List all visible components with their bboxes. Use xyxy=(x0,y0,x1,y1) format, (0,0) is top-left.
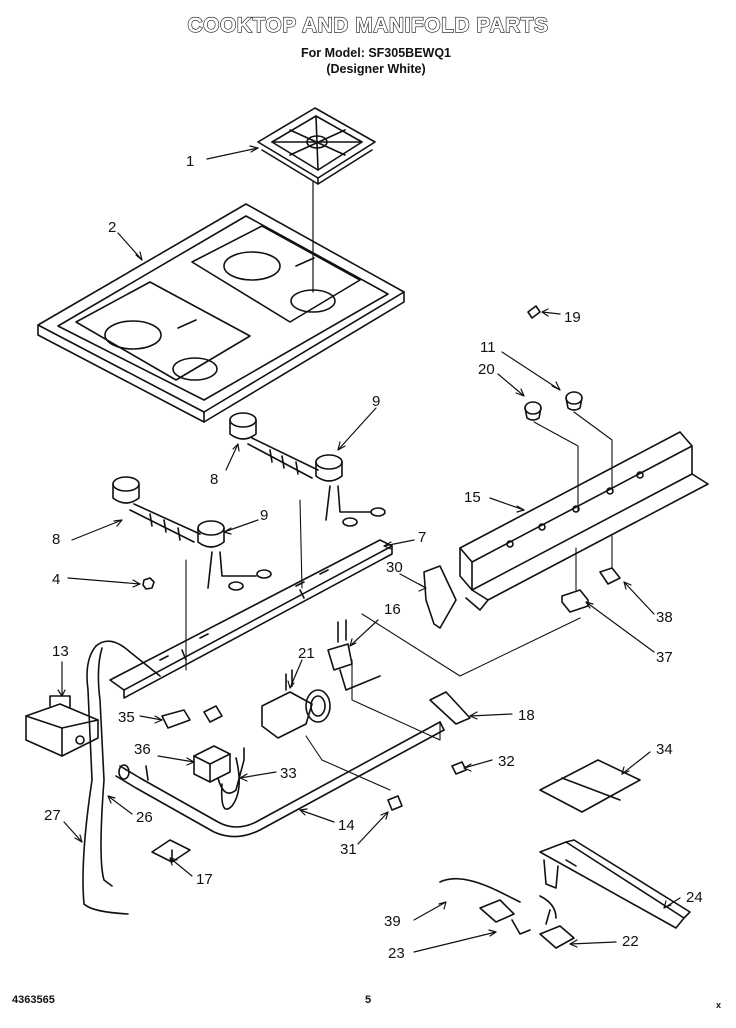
front-burners-part xyxy=(112,476,272,591)
spark-module-part xyxy=(193,745,245,794)
callout-33: 33 xyxy=(280,765,297,782)
callout-11: 11 xyxy=(480,339,496,356)
callout-32: 32 xyxy=(498,753,515,770)
callout-7: 7 xyxy=(418,529,426,546)
callout-20: 20 xyxy=(478,361,495,378)
callout-19: 19 xyxy=(564,309,581,326)
callout-8a: 8 xyxy=(210,471,218,488)
callout-15: 15 xyxy=(464,489,481,506)
rear-burners-part xyxy=(229,412,386,527)
manifold-pipe-part xyxy=(115,721,445,838)
screw-32-part xyxy=(451,761,467,775)
callout-26: 26 xyxy=(136,809,153,826)
callout-35: 35 xyxy=(118,709,135,726)
wire-33-part xyxy=(220,757,240,810)
screw-31-part xyxy=(387,795,403,811)
callout-23: 23 xyxy=(388,945,405,962)
clip-37-part xyxy=(561,589,589,613)
page-number: 5 xyxy=(365,994,372,1006)
callout-30: 30 xyxy=(386,559,403,576)
valve-part xyxy=(261,619,381,739)
insulation-part xyxy=(539,759,641,813)
callout-21: 21 xyxy=(298,645,315,662)
model-line: For Model: SF305BEWQ1 xyxy=(300,46,452,60)
manifold-panel-part xyxy=(459,431,709,611)
callout-27: 27 xyxy=(44,807,61,824)
bracket-18-part xyxy=(429,691,471,725)
nut-part xyxy=(142,577,155,590)
callout-13: 13 xyxy=(52,643,69,660)
burner-support-part xyxy=(109,539,393,699)
pilot-tube-part xyxy=(82,645,129,915)
callout-24: 24 xyxy=(686,889,703,906)
leader-lines xyxy=(57,145,681,953)
callout-labels: 1 2 19 11 20 9 8 15 9 8 7 30 4 16 38 13 … xyxy=(44,153,703,962)
callout-9b: 9 xyxy=(260,507,268,524)
bracket-35-part xyxy=(161,709,191,729)
color-line: (Designer White) xyxy=(326,62,426,76)
callout-17: 17 xyxy=(196,871,213,888)
ignitor-part xyxy=(439,877,575,949)
bracket-part xyxy=(423,565,457,629)
callout-2: 1 xyxy=(186,153,194,170)
callout-36: 36 xyxy=(134,741,151,758)
callout-14: 14 xyxy=(338,817,355,834)
callout-1: 2 xyxy=(108,219,116,236)
callout-4: 4 xyxy=(52,571,60,588)
regulator-part xyxy=(25,695,99,757)
knobs-part xyxy=(524,305,613,511)
doc-number: 4363565 xyxy=(12,994,55,1006)
cooktop-part xyxy=(37,203,405,423)
burner-grate-part xyxy=(257,107,376,185)
oven-burner-part xyxy=(539,839,691,929)
callout-22: 22 xyxy=(622,933,639,950)
page-title: COOKTOP AND MANIFOLD PARTS xyxy=(187,13,549,37)
callout-18: 18 xyxy=(518,707,535,724)
callout-31: 31 xyxy=(340,841,357,858)
callout-16: 16 xyxy=(384,601,401,618)
callout-39: 39 xyxy=(384,913,401,930)
corner-mark: x xyxy=(716,1000,722,1010)
clip-38-part xyxy=(599,567,621,585)
callout-8b: 8 xyxy=(52,531,60,548)
callout-38: 38 xyxy=(656,609,673,626)
callout-9a: 9 xyxy=(372,393,380,410)
callout-37: 37 xyxy=(656,649,673,666)
callout-34: 34 xyxy=(656,741,673,758)
